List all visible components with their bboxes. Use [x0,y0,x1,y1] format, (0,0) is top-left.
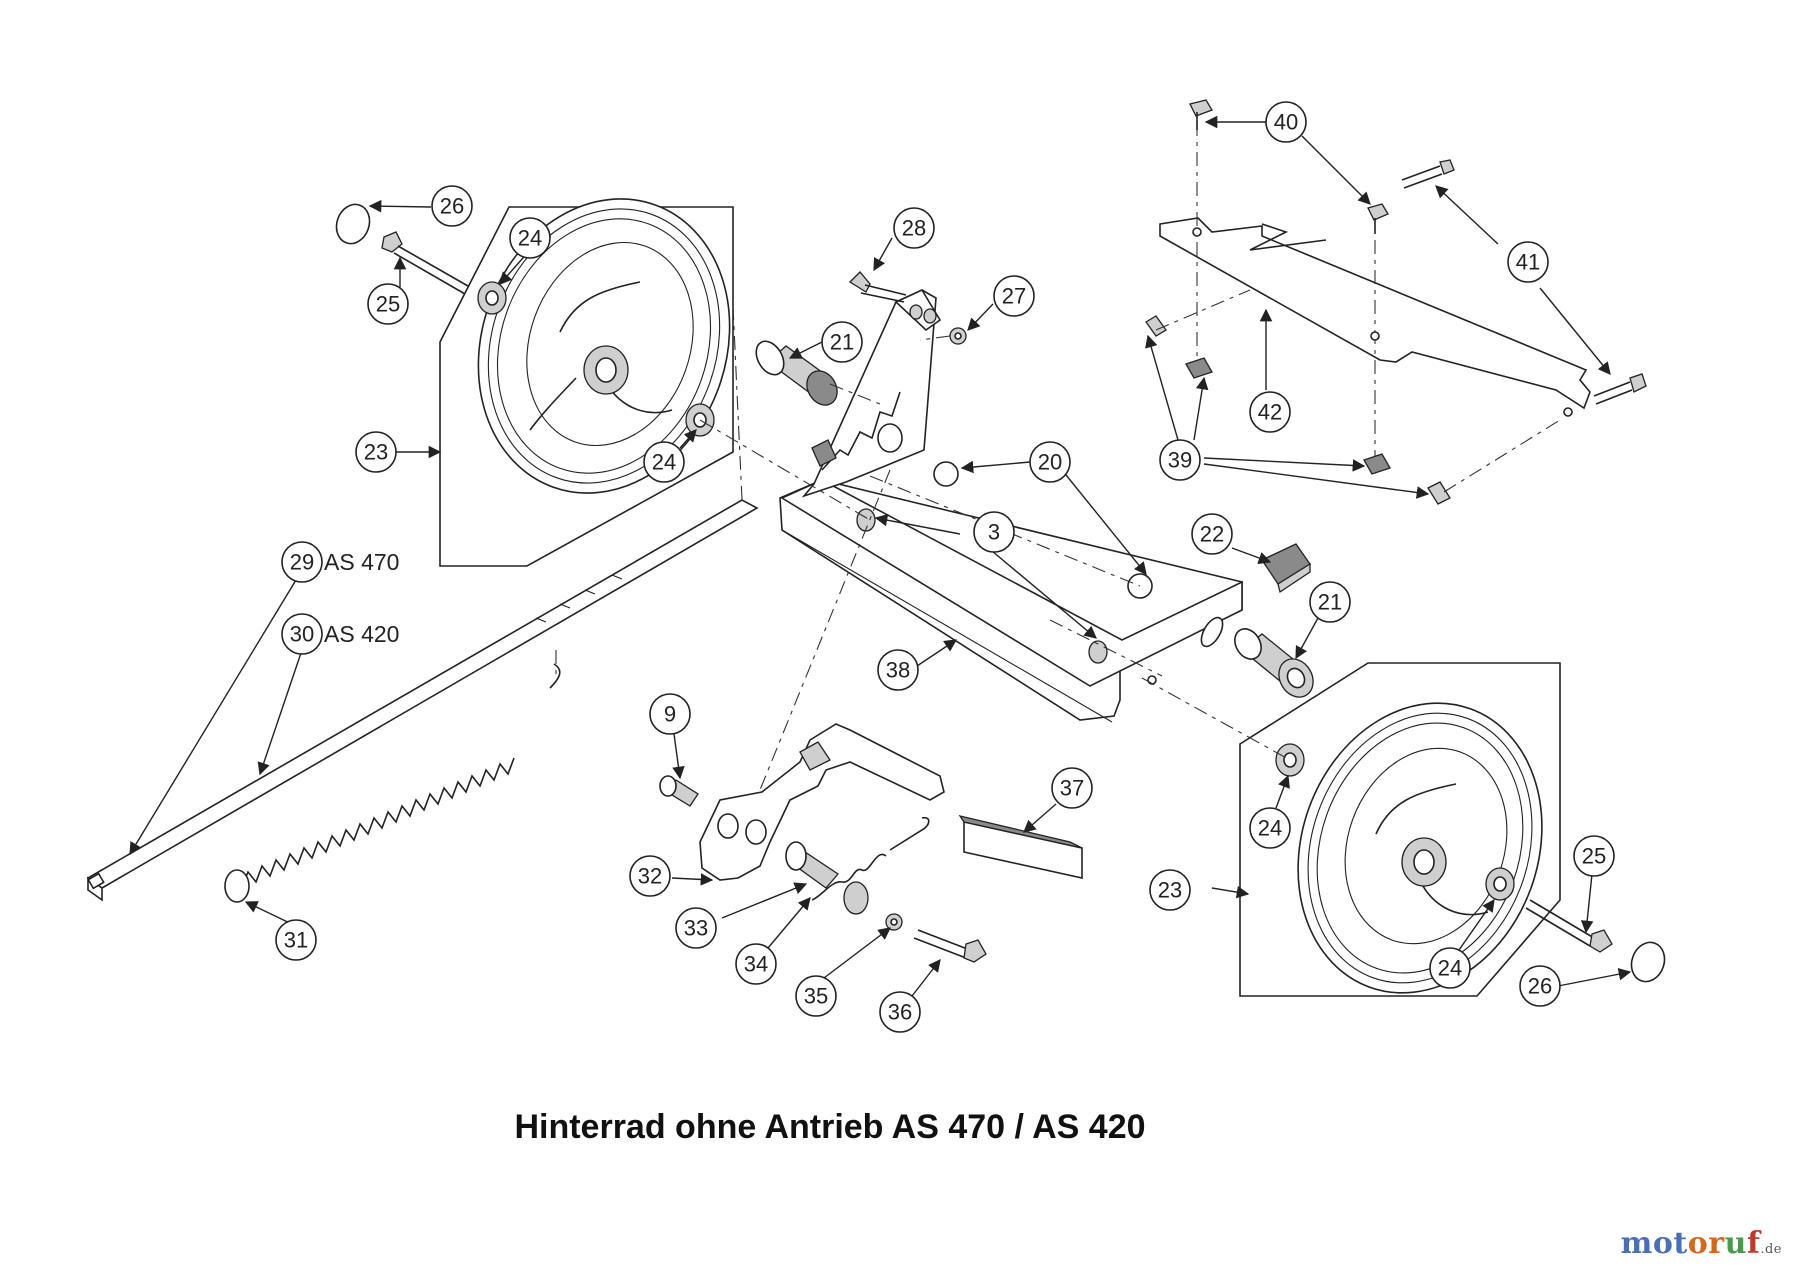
callout-number: 21 [830,330,854,355]
callout-number: 20 [1038,450,1062,475]
callout-42: 42 [1249,391,1291,433]
callout-22: 22 [1191,513,1233,555]
callout-number: 41 [1516,250,1540,275]
watermark-part: f [1746,1226,1761,1261]
callout-number: 23 [1158,878,1182,903]
watermark-logo: motoruf.de [1621,1226,1782,1261]
callout-number: 25 [1582,844,1606,869]
callout-number: 31 [284,928,308,953]
spring [224,650,561,903]
watermark-part: mot [1620,1226,1688,1261]
callout-33: 33 [675,907,717,949]
callout-number: 36 [888,1000,912,1025]
callout-number: 29 [290,550,314,575]
callout-32: 32 [629,855,671,897]
callout-number: 34 [744,952,768,977]
diagram-title: Hinterrad ohne Antrieb AS 470 / AS 420 [514,1108,1146,1146]
callout-28: 28 [893,207,935,249]
axle-bar [86,499,759,902]
callout-35: 35 [795,975,837,1017]
leader-lines [129,115,1632,997]
callout-39: 39 [1159,439,1201,481]
lever-bracket [659,723,1083,963]
callout-34: 34 [735,943,777,985]
callout-21-right: 21 [1309,581,1351,623]
callout-37: 37 [1051,767,1093,809]
callout-number: 32 [638,864,662,889]
callout-26-left: 26 [431,185,473,227]
watermark-part: u [1724,1226,1747,1261]
callout-24-left-top: 24 [509,217,551,259]
callout-number: 3 [988,520,1000,545]
callout-30-as420: 30 AS 420 [281,613,399,655]
callout-24-left-bottom: 24 [643,441,685,483]
assembly-lines [699,305,1291,791]
callout-number: 27 [1002,284,1026,309]
callout-23-right: 23 [1149,869,1191,911]
callout-number: 24 [1258,816,1282,841]
callout-number: 40 [1274,110,1298,135]
main-frame [779,288,1243,723]
callout-31: 31 [275,919,317,961]
callout-20: 20 [1029,441,1071,483]
callout-number: 23 [364,440,388,465]
callout-number: 21 [1318,590,1342,615]
callout-number: 37 [1060,776,1084,801]
right-wheel-group [1239,662,1666,997]
callout-number: 26 [1528,974,1552,999]
left-wheel-group [335,198,734,567]
watermark-domain: .de [1760,1242,1782,1257]
callout-number: 33 [684,916,708,941]
callout-26-right: 26 [1519,965,1561,1007]
callout-41: 41 [1507,241,1549,283]
callout-27: 27 [993,275,1035,317]
shaft-right [1234,628,1314,698]
callout-number: 30 [290,622,314,647]
callout-number: 9 [664,702,676,727]
callout-24-right-bottom: 24 [1429,947,1471,989]
callout-number: 24 [1438,956,1462,981]
callout-number: 25 [376,292,400,317]
watermark-part: or [1687,1226,1725,1261]
callout-29-as470: 29 AS 470 [281,541,399,583]
callout-40: 40 [1265,101,1307,143]
callout-number: 28 [902,216,926,241]
callout-number: 22 [1200,522,1224,547]
callout-number: 24 [652,450,676,475]
callout-9: 9 [649,693,691,735]
callout-number: 38 [886,658,910,683]
callout-3: 3 [973,511,1015,553]
variant-model-label: AS 420 [324,621,399,647]
callout-21-top: 21 [821,321,863,363]
callout-number: 26 [440,194,464,219]
callout-25-right: 25 [1573,835,1615,877]
shaft-top [755,340,838,406]
callout-36: 36 [879,991,921,1033]
callout-23-left: 23 [355,431,397,473]
bolt-top [848,271,871,293]
callout-number: 35 [804,984,828,1009]
callout-24-right-left: 24 [1249,807,1291,849]
end-plug [1261,543,1311,585]
callout-25-left: 25 [367,283,409,325]
cover-plate-group [1145,99,1647,505]
variant-model-label: AS 470 [324,549,399,575]
callout-number: 42 [1258,400,1282,425]
callout-number: 39 [1168,448,1192,473]
callout-38: 38 [877,649,919,691]
callout-number: 24 [518,226,542,251]
